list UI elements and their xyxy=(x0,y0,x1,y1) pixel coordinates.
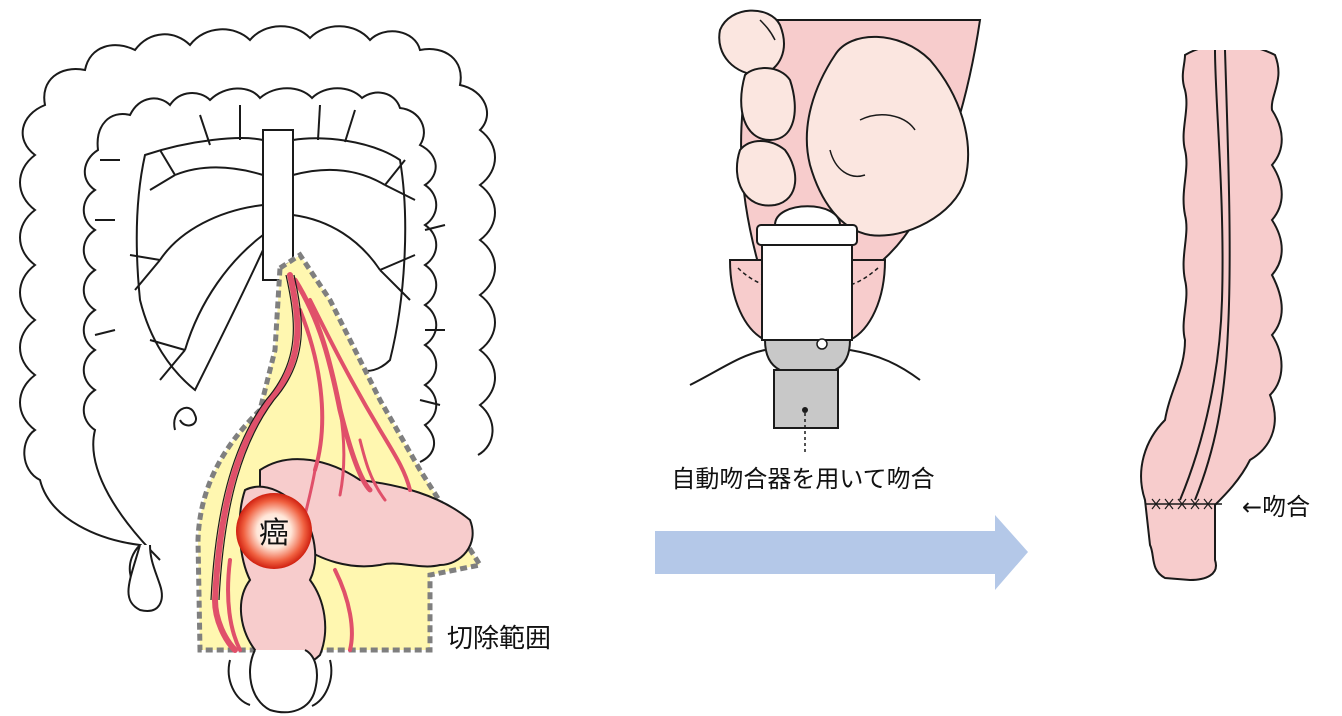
result-panel: ←吻合 xyxy=(1141,30,1310,580)
colon-anatomy-panel: 癌 切除範囲 xyxy=(20,26,551,712)
bowel-flap-right xyxy=(850,260,885,340)
resection-range-label: 切除範囲 xyxy=(447,624,551,654)
anal-canal xyxy=(250,650,317,712)
bowel-flap-left xyxy=(730,260,765,340)
anastomosis-label: ←吻合 xyxy=(1242,493,1310,521)
stapler-handle xyxy=(774,370,838,428)
stapler-body xyxy=(762,245,852,340)
flow-arrow xyxy=(655,515,1028,590)
stapler-anvil-ring xyxy=(757,225,857,245)
stapler-note: 自動吻合器を用いて吻合 xyxy=(671,465,934,493)
tumor-label: 癌 xyxy=(259,516,289,551)
aorta xyxy=(263,130,293,280)
stapler-panel: 自動吻合器を用いて吻合 xyxy=(671,11,980,493)
stapler-neck xyxy=(765,340,850,370)
